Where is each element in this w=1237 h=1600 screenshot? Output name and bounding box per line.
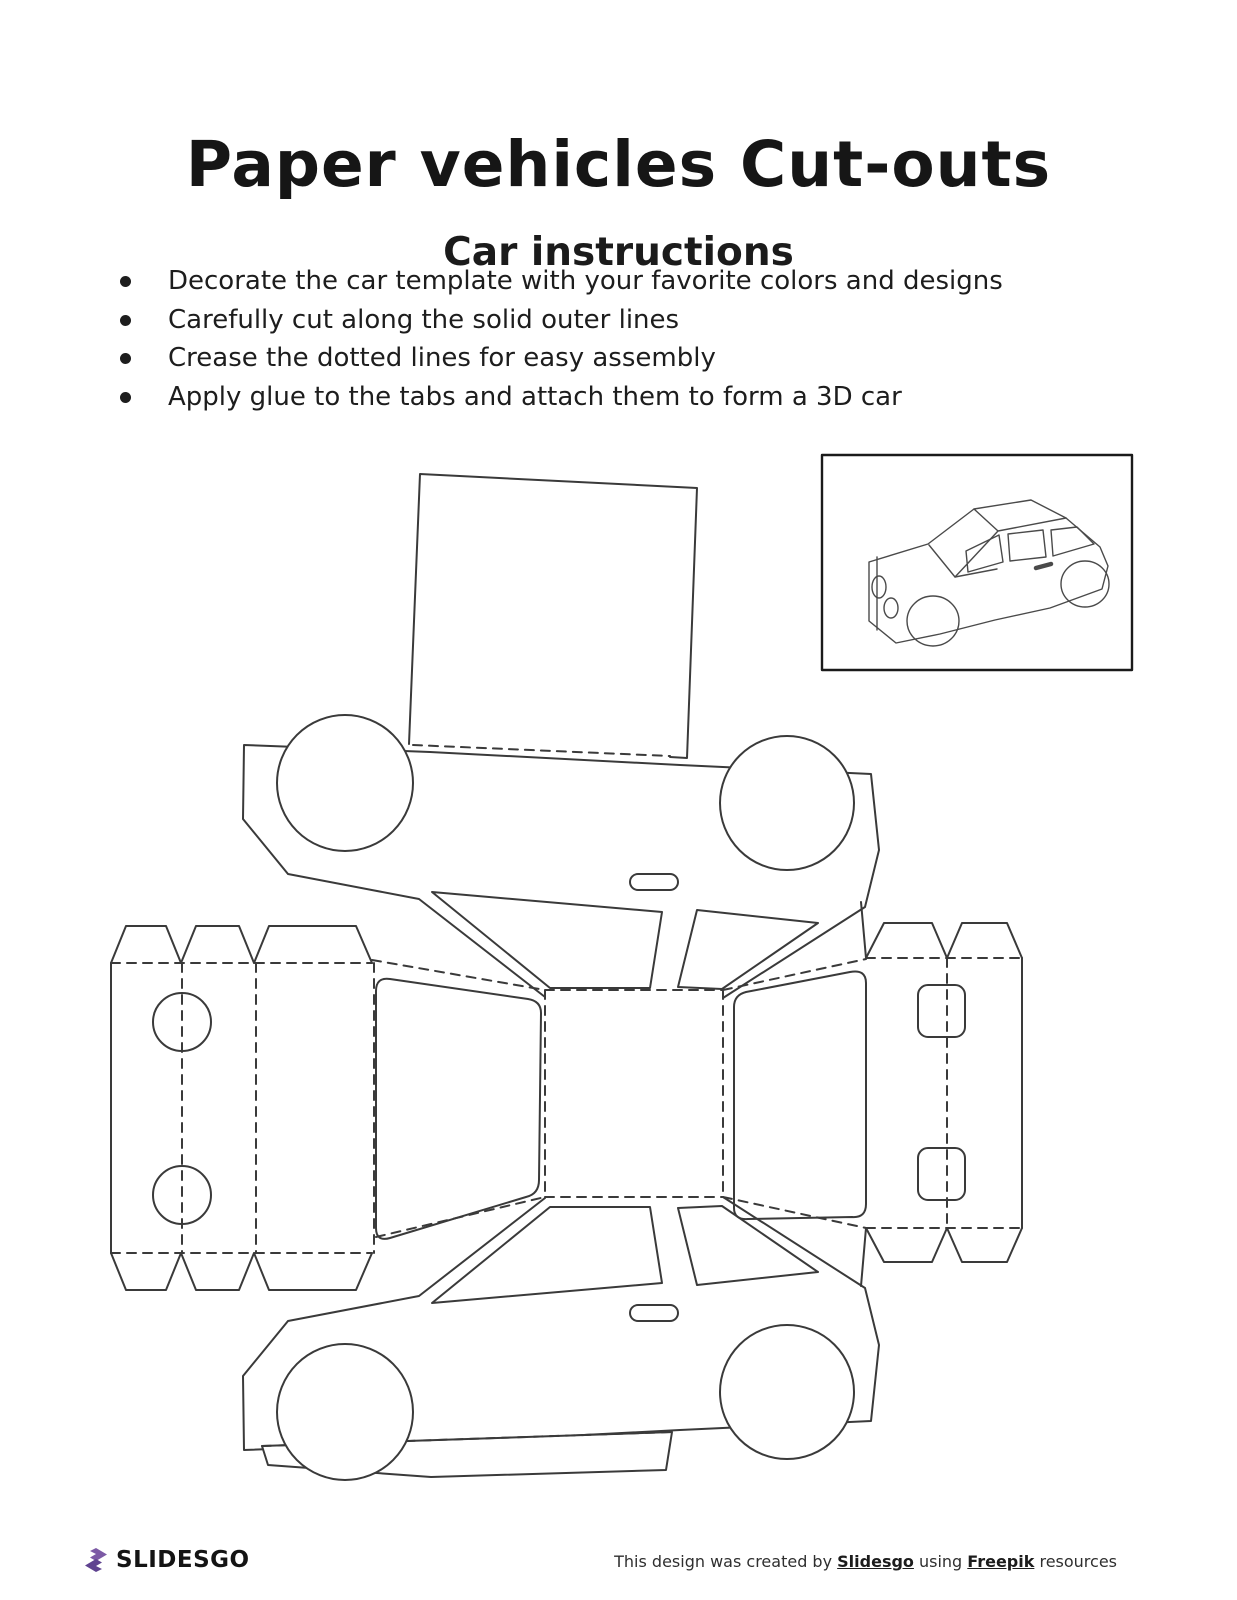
car-side-panel-bottom	[242, 1196, 880, 1481]
attribution-prefix: This design was created by	[614, 1552, 838, 1571]
assembled-car-preview	[820, 453, 1134, 672]
floor-panel	[371, 901, 867, 1287]
slidesgo-s-icon	[85, 1548, 107, 1572]
instruction-text: Crease the dotted lines for easy assembl…	[168, 343, 716, 373]
rear-window	[733, 970, 867, 1221]
taillight	[917, 984, 966, 1038]
slidesgo-logo-text: SLIDESGO	[116, 1547, 250, 1573]
slidesgo-logo: SLIDESGO	[83, 1547, 250, 1573]
window-front	[431, 1206, 663, 1304]
freepik-link[interactable]: Freepik	[967, 1552, 1035, 1571]
window-front	[431, 891, 663, 989]
windshield	[375, 977, 542, 1240]
instruction-text: Apply glue to the tabs and attach them t…	[168, 381, 902, 412]
bullet-dot-icon	[120, 276, 131, 287]
headlight-circle	[152, 1165, 212, 1225]
rear-panel	[733, 922, 1023, 1263]
instruction-item: Crease the dotted lines for easy assembl…	[0, 339, 1150, 378]
headlight-circle	[152, 992, 212, 1052]
wheel	[719, 1324, 855, 1460]
page-title: Paper vehicles Cut-outs	[185, 128, 1052, 202]
instruction-item: Decorate the car template with your favo…	[0, 262, 1150, 301]
car-side-panel-top	[242, 714, 880, 999]
taillight	[917, 1147, 966, 1201]
wheel	[719, 735, 855, 871]
wheel	[276, 1343, 414, 1481]
instructions-list: Decorate the car template with your favo…	[0, 262, 1150, 416]
roof-flap	[408, 473, 698, 759]
attribution-middle: using	[913, 1552, 968, 1571]
wheel	[276, 714, 414, 852]
bullet-dot-icon	[120, 353, 131, 364]
window-rear	[677, 1205, 819, 1286]
slidesgo-link[interactable]: Slidesgo	[837, 1552, 914, 1571]
attribution-text: This design was created by Slidesgo usin…	[614, 1552, 1117, 1571]
front-panel	[110, 925, 542, 1291]
bullet-dot-icon	[120, 391, 131, 403]
instruction-text: Decorate the car template with your favo…	[168, 266, 1003, 296]
page-subtitle: Car instructions	[443, 230, 794, 276]
instruction-item: Carefully cut along the solid outer line…	[0, 301, 1150, 340]
instruction-text: Carefully cut along the solid outer line…	[168, 304, 680, 335]
door-handle	[629, 873, 679, 891]
bullet-dot-icon	[120, 314, 131, 326]
door-handle	[629, 1304, 679, 1322]
attribution-suffix: resources	[1034, 1552, 1117, 1571]
instruction-item: Apply glue to the tabs and attach them t…	[0, 378, 1150, 417]
